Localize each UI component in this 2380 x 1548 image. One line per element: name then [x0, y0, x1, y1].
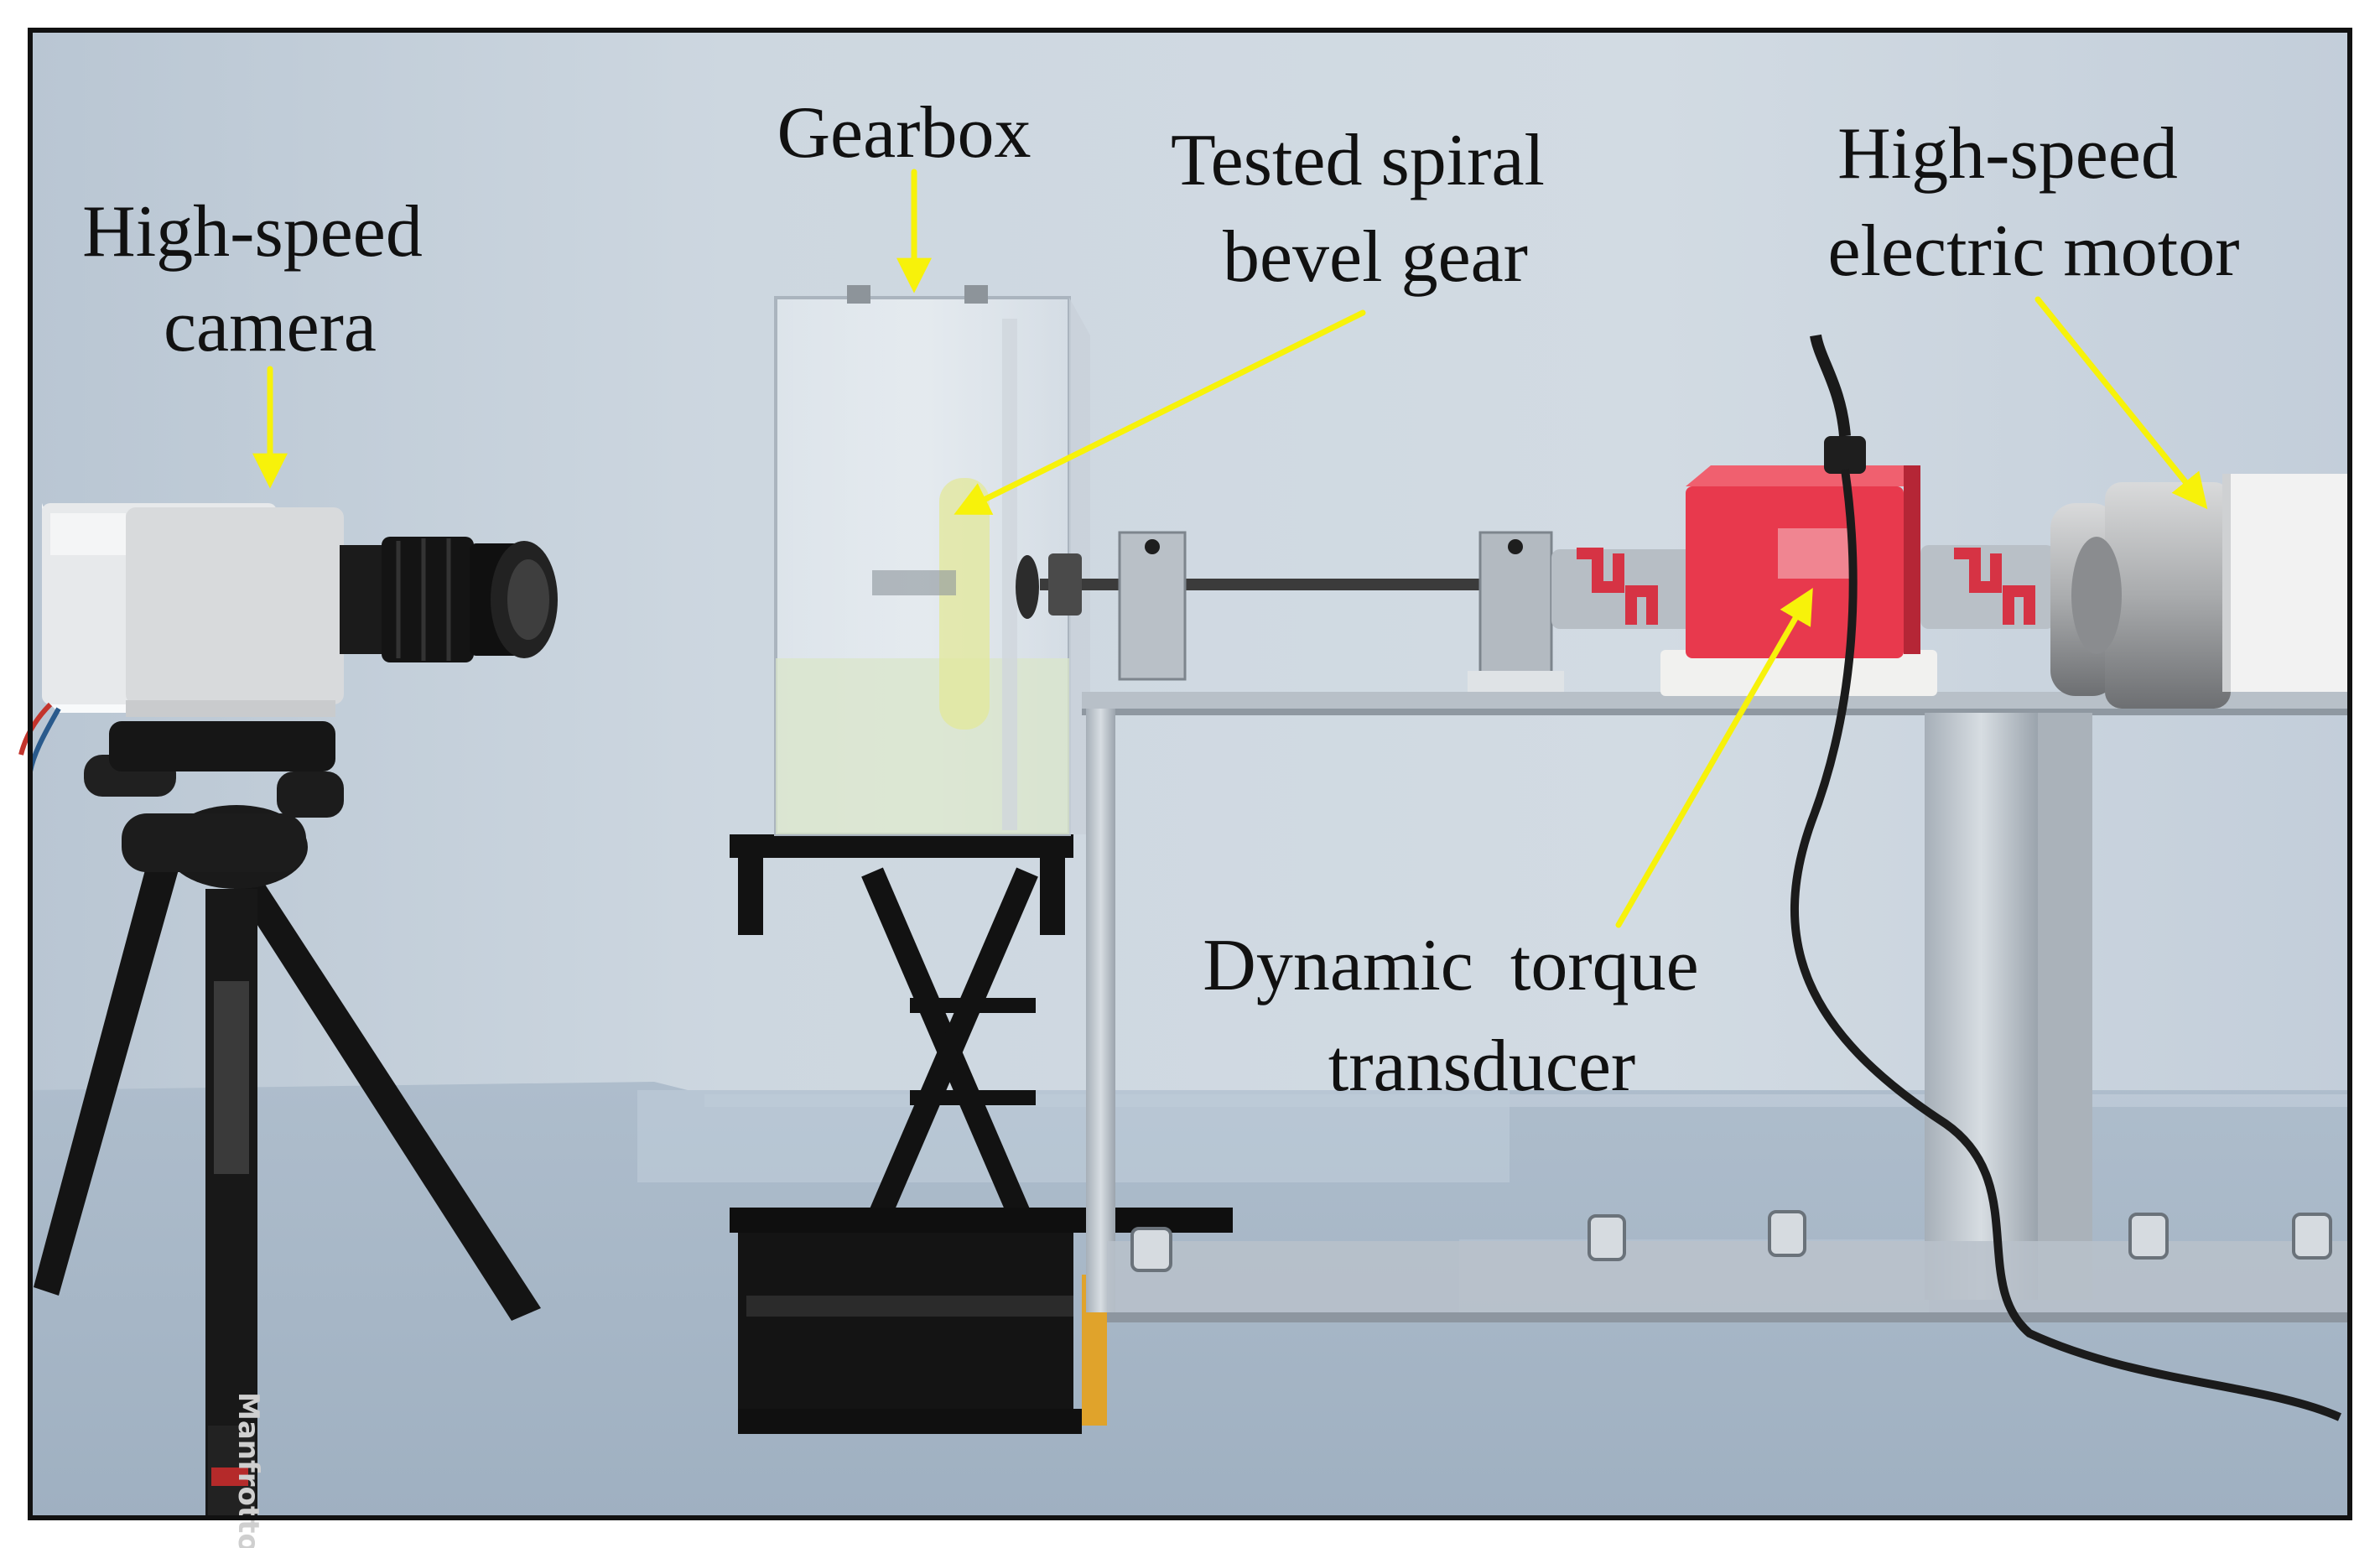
steel-frame — [1082, 692, 2348, 1322]
motor-label-line1: High-speed — [1837, 113, 2178, 195]
camera-label: High-speed camera — [82, 191, 441, 367]
annotation-arrows — [252, 169, 2208, 928]
camera-label-line2: camera — [164, 286, 377, 367]
high-speed-electric-motor — [2050, 474, 2350, 709]
drive-shaft — [1040, 531, 1694, 692]
motor-label: High-speed electric motor — [1827, 113, 2239, 292]
gearbox-label: Gearbox — [777, 92, 1032, 174]
spiral-gear-arrow — [954, 309, 1366, 515]
spiral-gear-label-line2: bevel gear — [1223, 216, 1528, 298]
base-bolts — [1130, 1210, 2332, 1272]
motor-arrow — [2034, 296, 2208, 510]
scissor-lift-stand — [730, 834, 1233, 1434]
dynamic-torque-transducer — [1660, 334, 2342, 1421]
torque-label-line1: Dynamic torque — [1203, 925, 1698, 1006]
gearbox-label-line1: Gearbox — [777, 92, 1032, 174]
figure-border — [28, 28, 2352, 1520]
tripod — [34, 721, 541, 1518]
torque-label: Dynamic torque transducer — [1203, 925, 1698, 1107]
torque-arrow — [1615, 588, 1813, 928]
motor-coupling — [1920, 545, 2055, 629]
motor-label-line2: electric motor — [1827, 210, 2239, 292]
gearbox-acrylic-box — [774, 285, 1090, 836]
torque-label-line2: transducer — [1328, 1026, 1635, 1107]
camera-label-line1: High-speed — [82, 191, 423, 273]
high-speed-camera — [18, 503, 558, 772]
spiral-gear-label-line1: Tested spiral — [1171, 120, 1545, 201]
tripod-brand-text: Manfrotto — [231, 1392, 265, 1548]
spiral-gear-label: Tested spiral bevel gear — [1171, 120, 1563, 298]
